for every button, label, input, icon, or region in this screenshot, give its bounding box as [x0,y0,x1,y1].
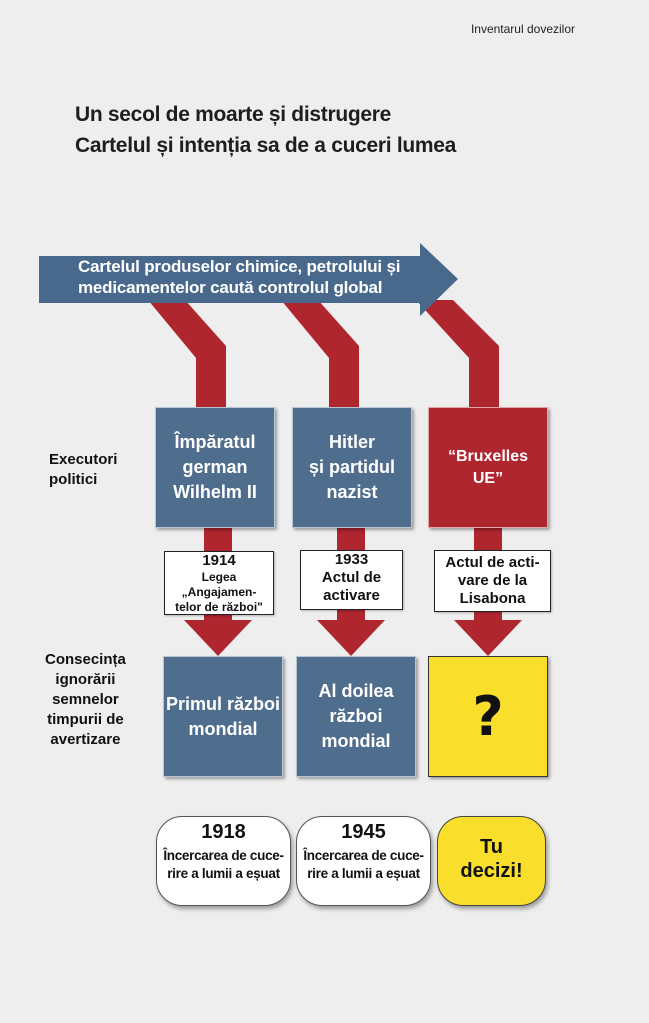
consequence-box-ww2: Al doilea război mondial [296,656,416,777]
law-box-lisabona: Actul de acti- vare de la Lisabona [434,550,551,612]
executor-label: Împăratul german Wilhelm II [173,432,257,502]
consequence-label: Al doilea război mondial [318,681,394,751]
executor-box-hitler: Hitler și partidul nazist [292,407,412,528]
executor-box-eu: “Bruxelles UE” [428,407,548,528]
executor-label: Hitler și partidul nazist [308,432,395,502]
red-connector-3 [416,300,499,408]
law-text: Actul de activare [321,569,382,604]
result-pill-1945: 1945 Încercarea de cuce- rire a lumii a … [296,816,431,906]
law-box-1933: 1933 Actul de activare [300,550,403,610]
consequence-box-unknown: ? [428,656,548,777]
law-box-1914: 1914 Legea „Angajamen- telor de război" [164,551,274,615]
banner-arrow [39,243,458,316]
law-year: 1933 [334,551,369,568]
consequence-label: Primul război mondial [165,693,281,739]
question-mark: ? [472,685,504,748]
executor-label: “Bruxelles UE” [447,447,529,487]
side-label-consequence: Consecința ignorării semnelor timpurii d… [45,651,126,748]
executor-box-wilhelm: Împăratul german Wilhelm II [155,407,275,528]
side-label-executors: Executori politici [49,451,118,488]
law-year: 1914 [202,552,236,569]
red-connector-2 [281,300,359,408]
law-text: Legea „Angajamen- telor de război" [175,570,263,614]
law-text: Actul de acti- vare de la Lisabona [445,554,540,607]
red-connector-1 [148,300,226,408]
consequence-box-ww1: Primul război mondial [163,656,283,777]
result-pill-1918: 1918 Încercarea de cuce- rire a lumii a … [156,816,291,906]
result-year: 1918 [201,821,246,843]
banner-text: Cartelul produselor chimice, petrolului … [78,257,401,297]
page-subtitle: Cartelul și intenția sa de a cuceri lume… [75,134,457,157]
result-pill-decide: Tu decizi! [437,816,546,906]
result-year: 1945 [341,821,386,843]
result-text: Tu decizi! [460,836,523,882]
result-text: Încercarea de cuce- rire a lumii a eșuat [163,848,284,881]
page-title: Un secol de moarte și distrugere [75,103,392,126]
result-text: Încercarea de cuce- rire a lumii a eșuat [303,848,424,881]
header-label: Inventarul dovezilor [470,22,575,36]
